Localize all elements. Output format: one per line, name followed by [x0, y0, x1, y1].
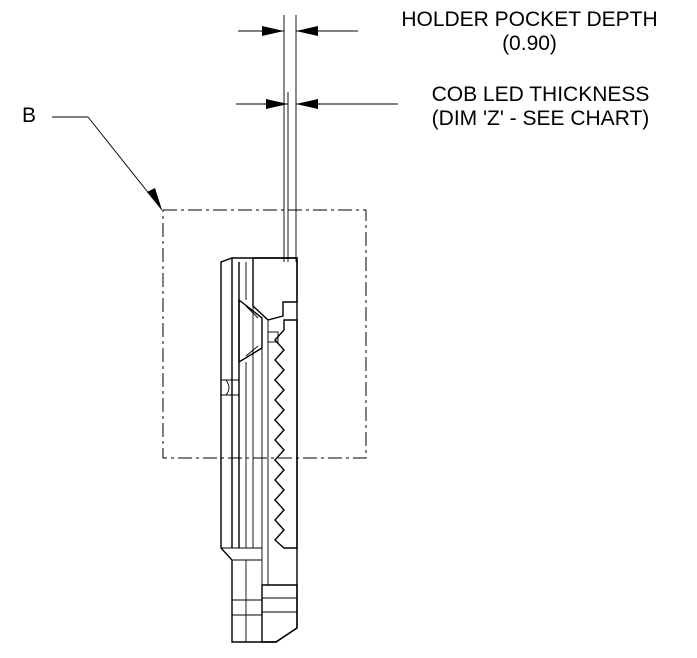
arrow-left-icon: [296, 26, 318, 36]
holder-pocket-depth-line2: (0.90): [502, 32, 557, 55]
detail-b-label: B: [22, 104, 37, 127]
extension-lines: [283, 15, 297, 262]
cob-led-thickness-line1: COB LED THICKNESS: [431, 83, 650, 106]
holder-pocket-depth-line1: HOLDER POCKET DEPTH: [401, 8, 658, 31]
arrow-right-icon: [262, 26, 284, 36]
holder-pocket-depth-label: HOLDER POCKET DEPTH (0.90): [362, 8, 697, 56]
detail-b-boundary: [162, 209, 367, 459]
arrow-left-icon: [296, 99, 318, 109]
cob-led-thickness-dimension: [236, 99, 398, 109]
arrow-right-icon: [266, 99, 288, 109]
part-section: [220, 257, 298, 643]
holder-pocket-depth-dimension: [238, 26, 358, 36]
leader-arrow-icon: [147, 188, 162, 210]
cob-led-thickness-line2: (DIM 'Z' - SEE CHART): [431, 107, 650, 130]
cob-led-thickness-label: COB LED THICKNESS (DIM 'Z' - SEE CHART): [384, 83, 697, 131]
detail-b-leader: [52, 116, 163, 211]
